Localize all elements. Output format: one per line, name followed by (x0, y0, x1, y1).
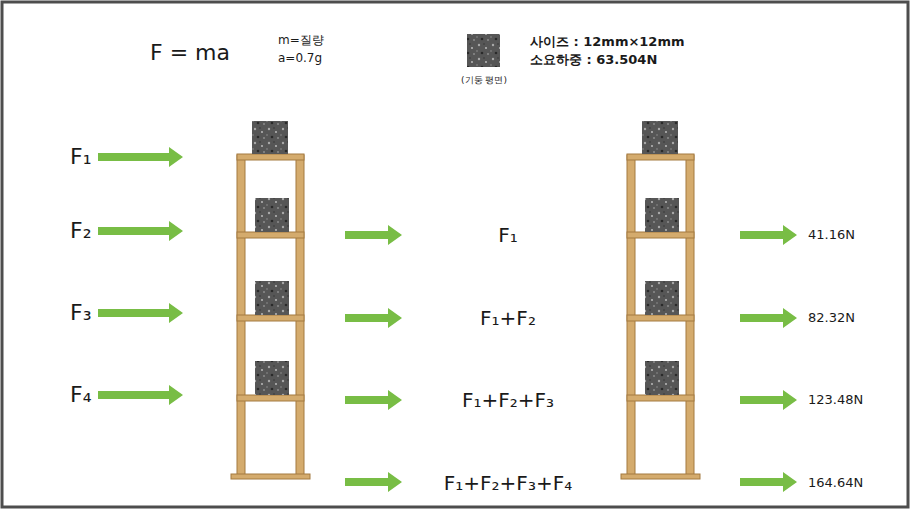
force-arrows (98, 147, 797, 492)
tower-model (621, 121, 700, 479)
force-arrow (740, 472, 797, 492)
formula-note: m=질량 (278, 34, 324, 48)
force-arrow (98, 147, 183, 167)
force-arrow (345, 308, 402, 328)
shear-value: 41.16N (808, 228, 855, 243)
column-plan-icon (467, 34, 500, 67)
plan-caption: (기둥 평면) (461, 75, 507, 85)
force-label: F₃ (70, 300, 91, 325)
shear-value: 82.32N (808, 311, 855, 326)
force-arrow (98, 221, 183, 241)
force-arrow (345, 390, 402, 410)
force-label: F₁ (70, 144, 91, 169)
force-arrow (98, 303, 183, 323)
diagram-title: F = ma (150, 40, 230, 65)
shear-sum-label: F₁+F₂+F₃ (462, 389, 554, 412)
shear-sum-label: F₁ (498, 224, 518, 247)
shear-sum-label: F₁+F₂+F₃+F₄ (444, 472, 572, 495)
force-arrow (740, 390, 797, 410)
tower-model (231, 121, 310, 479)
formula-note: a=0.7g (278, 52, 322, 66)
force-arrow (740, 225, 797, 245)
force-arrow (98, 385, 183, 405)
force-arrow (345, 472, 402, 492)
shear-value: 164.64N (808, 476, 863, 491)
shear-value: 123.48N (808, 393, 863, 408)
shear-sum-label: F₁+F₂ (480, 307, 536, 330)
force-arrow (345, 225, 402, 245)
force-label: F₄ (70, 382, 91, 407)
force-arrow (740, 308, 797, 328)
spec-note: 사이즈 : 12mm×12mm (530, 35, 685, 50)
force-label: F₂ (70, 218, 91, 243)
spec-note: 소요하중 : 63.504N (530, 53, 657, 68)
